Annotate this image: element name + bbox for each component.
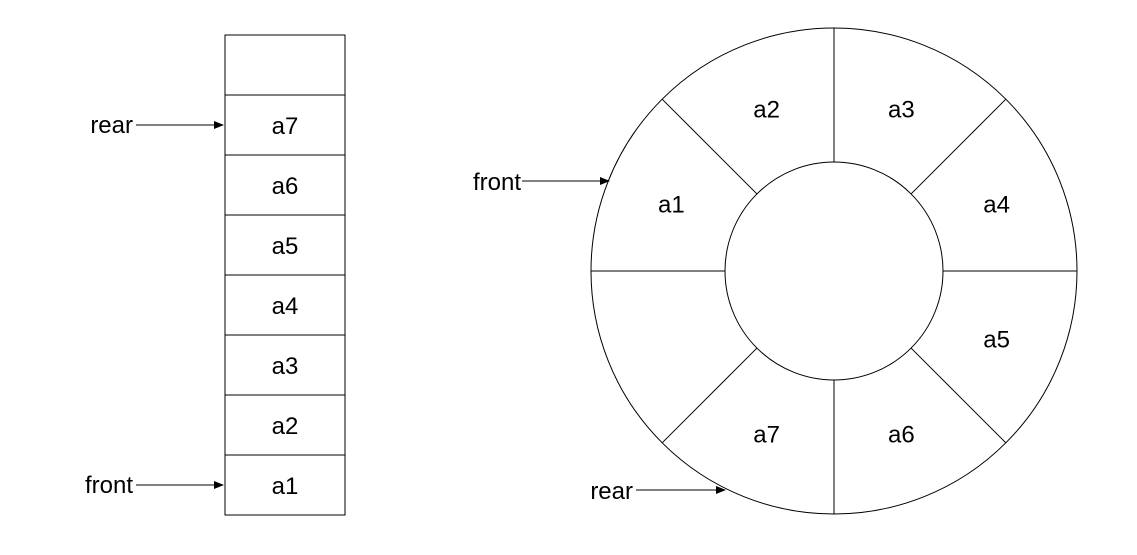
queue-cell: a3 <box>224 334 346 396</box>
queue-cell-label: a5 <box>272 233 299 260</box>
ring-segment-label: a1 <box>658 192 685 219</box>
segment-divider <box>661 98 758 195</box>
ring-segment-label: a3 <box>888 96 915 123</box>
queue-cell: a2 <box>224 394 346 456</box>
queue-cell: a6 <box>224 154 346 216</box>
queue-cell: a5 <box>224 214 346 276</box>
ring-rear-pointer-label: rear <box>590 478 633 505</box>
queue-cell <box>224 34 346 96</box>
segment-divider <box>661 347 758 444</box>
ring-segment-label: a7 <box>753 422 780 449</box>
queue-cell-box <box>224 394 346 456</box>
queue-cell-box <box>224 94 346 156</box>
queue-cell-box <box>224 454 346 516</box>
queue-cell-label: a1 <box>272 473 299 500</box>
ring-front-pointer: front <box>473 169 610 196</box>
queue-cell: a1 <box>224 454 346 516</box>
ring-segment-label: a6 <box>888 422 915 449</box>
ring-front-pointer-label: front <box>473 169 521 196</box>
queue-cell-box <box>224 154 346 216</box>
queue-cell-box <box>224 34 346 96</box>
ring-rear-pointer: rear <box>590 478 726 505</box>
queue-cell-box <box>224 274 346 336</box>
linear-queue: a7 a6 a5 a4 a3 a2 a1 rear front <box>85 34 346 516</box>
segment-divider <box>910 347 1007 444</box>
queue-cell-box <box>224 334 346 396</box>
queue-cell-label: a7 <box>272 113 299 140</box>
queue-cell: a7 <box>224 94 346 156</box>
queue-cell-label: a4 <box>272 293 299 320</box>
queue-cell-label: a3 <box>272 353 299 380</box>
front-pointer-label: front <box>85 472 133 499</box>
circular-queue: a3 a4 a5 a6 a7 a1 a2 front rear <box>473 27 1078 515</box>
rear-pointer-label: rear <box>90 112 133 139</box>
ring-segment-label: a2 <box>753 96 780 123</box>
ring-segment-label: a4 <box>983 192 1010 219</box>
front-pointer: front <box>85 472 224 499</box>
inner-ring <box>724 161 944 381</box>
queue-cell-label: a6 <box>272 173 299 200</box>
queue-cell-box <box>224 214 346 276</box>
segment-divider <box>910 98 1007 195</box>
queue-cell: a4 <box>224 274 346 336</box>
queue-cell-label: a2 <box>272 413 299 440</box>
ring-segment-label: a5 <box>983 326 1010 353</box>
rear-pointer: rear <box>90 112 224 139</box>
